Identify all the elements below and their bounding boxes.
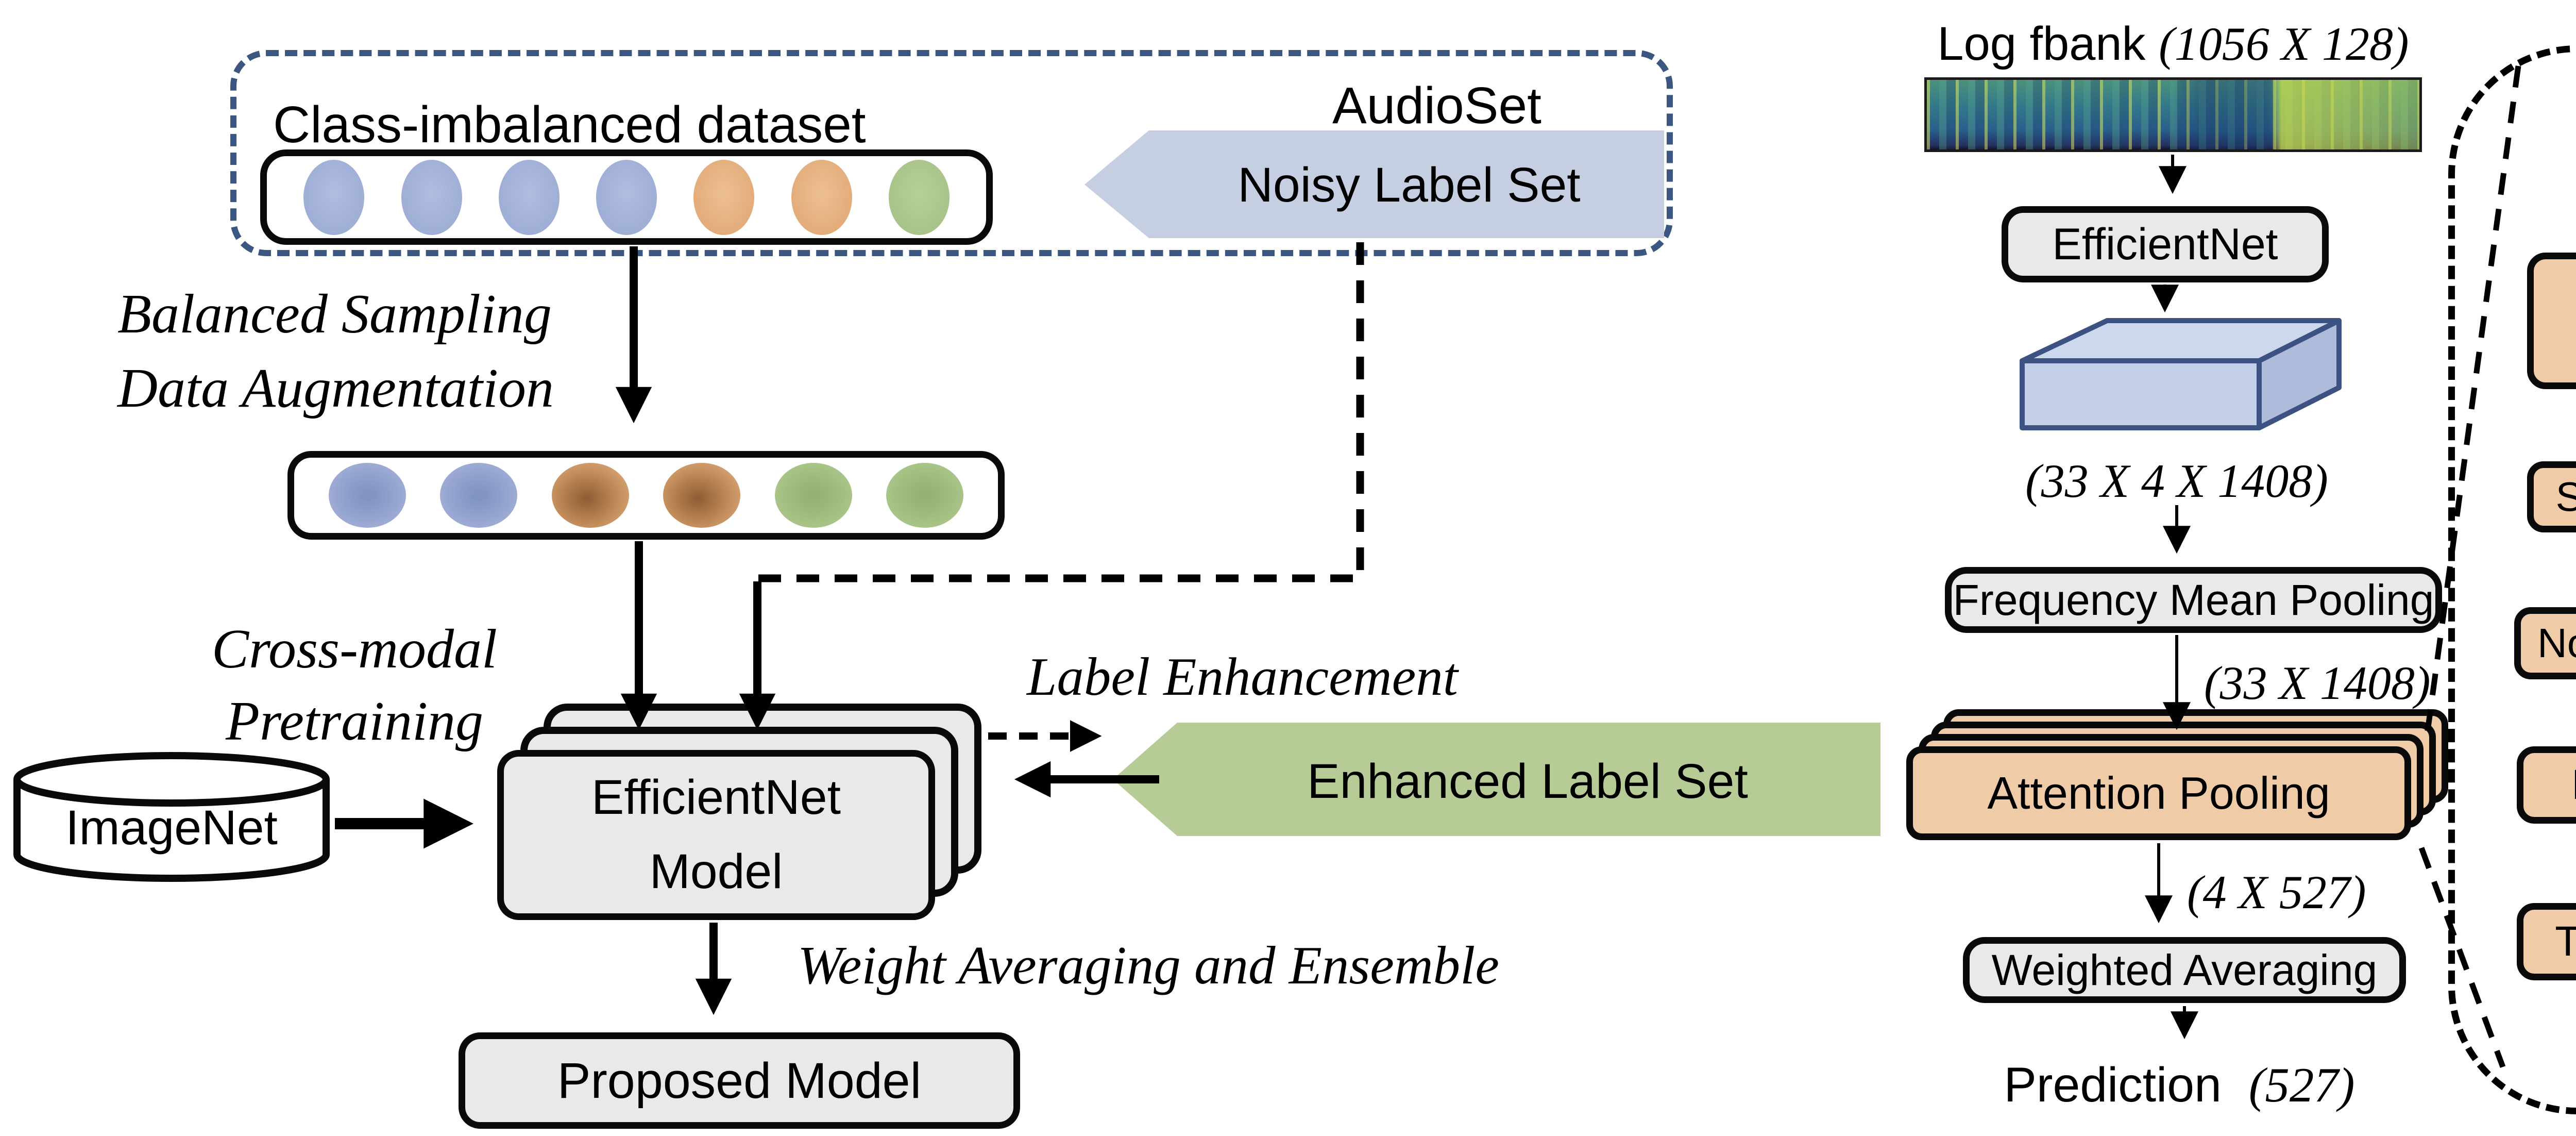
feature-dims-label: (33 X 4 X 1408) [2025, 455, 2328, 507]
input-label: Input (33 X 1408) [2574, 61, 2576, 111]
sigmoid-left-box: Sigmoid [2527, 461, 2576, 532]
frequency-mean-pooling-label: Frequency Mean Pooling [1953, 575, 2434, 624]
balanced-dataset-box [287, 451, 1005, 540]
normalize-box: Normalize [2514, 607, 2576, 679]
prediction-label: Prediction (527) [2004, 1057, 2354, 1113]
class-imbalanced-dataset-box [260, 149, 993, 245]
cross-modal-label: Cross-modal [211, 619, 498, 680]
weighted-averaging-box: Weighted Averaging [1963, 937, 2406, 1003]
orange-sample-circle [663, 463, 741, 528]
freq-dims-label: (33 X 1408) [2204, 657, 2431, 709]
proposed-model-box: Proposed Model [459, 1032, 1020, 1129]
sigmoid-left-label: Sigmoid [2555, 474, 2576, 520]
efficientnet-box: EfficientNet [2002, 206, 2329, 282]
prediction-dims: (527) [2248, 1058, 2355, 1112]
label-enhancement-label: Label Enhancement [1027, 646, 1458, 707]
blue-sample-circle [401, 159, 462, 235]
att-dims-label: (4 X 527) [2187, 866, 2366, 918]
normalize-label: Normalize [2537, 620, 2576, 666]
enhanced-label-set-label: Enhanced Label Set [1307, 754, 1748, 809]
pretraining-label: Pretraining [226, 691, 483, 752]
orange-sample-circle [551, 463, 629, 528]
prediction-text: Prediction [2004, 1058, 2222, 1112]
orange-sample-circle [693, 159, 755, 235]
efficientnet-label: EfficientNet [2052, 219, 2278, 269]
element-wise-product-label: Element-wise Product [2571, 761, 2576, 809]
data-augmentation-label: Data Augmentation [117, 358, 554, 419]
element-wise-product-box: Element-wise Product [2517, 746, 2576, 824]
weight-averaging-label: Weight Averaging and Ensemble [798, 935, 1499, 995]
blue-sample-circle [303, 159, 365, 235]
temporal-mean-pooling-box: Temporal Mean Pooling [2517, 903, 2576, 980]
proposed-model-label: Proposed Model [557, 1052, 922, 1109]
green-sample-circle [774, 463, 852, 528]
efficientnet-model-box: EfficientNet Model [497, 750, 935, 920]
blue-sample-circle [498, 159, 560, 235]
log-fbank-label: Log fbank (1056 X 128) [1937, 16, 2409, 71]
blue-sample-circle [596, 159, 657, 235]
efficientnet-model-label-line2: Model [649, 844, 783, 899]
orange-sample-circle [791, 159, 852, 235]
imagenet-label: ImageNet [65, 800, 278, 855]
green-sample-circle [888, 159, 950, 235]
noisy-label-set-label: Noisy Label Set [1238, 158, 1581, 212]
feature-map-3d-box [2020, 318, 2342, 430]
frequency-mean-pooling-box: Frequency Mean Pooling [1945, 567, 2442, 633]
input-text: Input [2574, 61, 2576, 110]
log-fbank-dims: (1056 X 128) [2159, 18, 2409, 70]
balanced-sampling-label: Balanced Sampling [117, 283, 552, 345]
audioset-label: AudioSet [1332, 77, 1541, 135]
green-sample-circle [886, 463, 964, 528]
log-fbank-spectrogram [1924, 77, 2422, 152]
attention-pooling-box: Attention Pooling [1906, 746, 2411, 840]
efficientnet-model-label-line1: EfficientNet [591, 770, 841, 825]
dataset-title: Class-imbalanced dataset [273, 96, 866, 154]
blue-sample-circle [440, 463, 518, 528]
blue-sample-circle [328, 463, 406, 528]
weighted-averaging-label: Weighted Averaging [1991, 945, 2378, 994]
temporal-mean-pooling-label: Temporal Mean Pooling [2555, 918, 2576, 965]
conv-left-box: 1X1 Conv [2527, 253, 2576, 389]
log-fbank-text: Log fbank [1937, 18, 2146, 70]
attention-pooling-label: Attention Pooling [1987, 767, 2330, 818]
